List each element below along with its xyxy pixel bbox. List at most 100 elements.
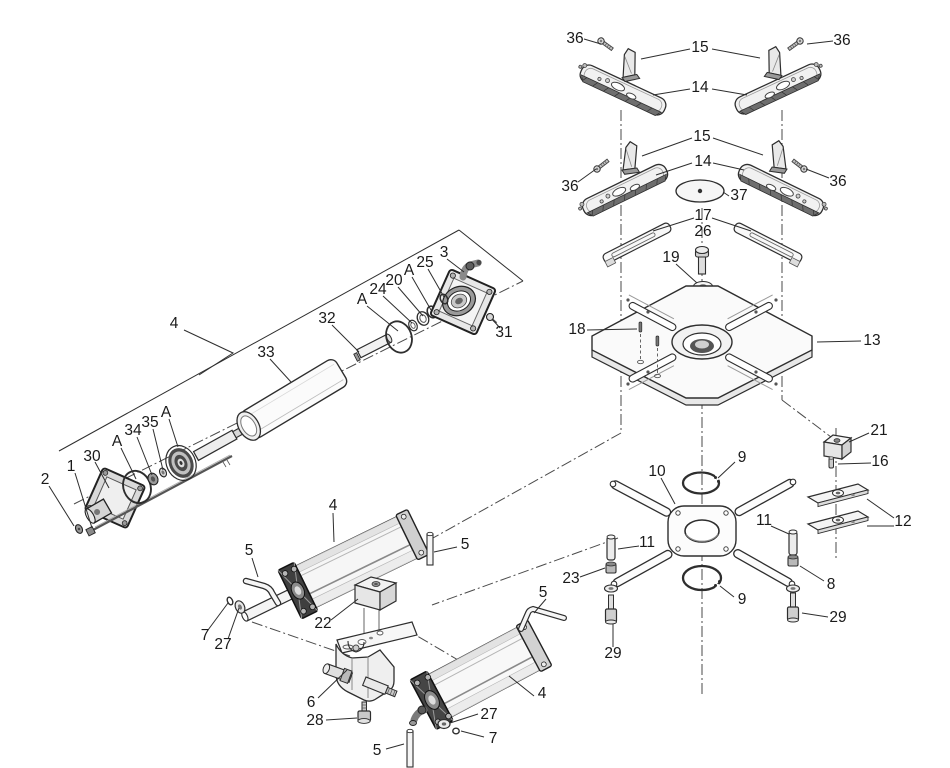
- part-label-36-2: 36: [833, 32, 850, 49]
- part-label-35-25: 35: [141, 414, 158, 431]
- part-label-1-29: 1: [67, 458, 76, 475]
- guide-rod-lower: [406, 728, 414, 768]
- part-label-11-37: 11: [639, 534, 655, 551]
- part-label-21-31: 21: [870, 422, 887, 439]
- spring-pin-rod: [353, 333, 393, 362]
- center-screw: [694, 245, 710, 275]
- spider-plate: [609, 478, 797, 588]
- bent-air-tube-lower: [518, 605, 567, 632]
- part-label-A-27: A: [112, 433, 123, 450]
- wear-strip-left: [602, 222, 672, 268]
- part-label-36-6: 36: [561, 178, 578, 195]
- air-cylinder-lower: [409, 619, 552, 730]
- part-label-2-30: 2: [41, 471, 50, 488]
- part-label-9-33: 9: [738, 449, 747, 466]
- cap-screw-31: [485, 312, 498, 324]
- pad-screw-row2-right: [790, 157, 809, 174]
- part-label-3-12: 3: [440, 244, 449, 261]
- part-label-24-16: 24: [369, 281, 387, 298]
- pad-fin-row2-right: [767, 139, 792, 175]
- part-label-A-24: A: [161, 404, 172, 421]
- part-label-5-49: 5: [539, 584, 548, 601]
- air-cylinder-upper: [241, 509, 430, 622]
- part-label-12-36: 12: [894, 513, 911, 530]
- cylinder-end-cap-front: [429, 268, 497, 336]
- part-label-15-4: 15: [693, 128, 710, 145]
- stop-block: [822, 434, 853, 461]
- piston-assembly: [165, 425, 252, 482]
- part-label-5-45: 5: [461, 536, 470, 553]
- part-label-33-20: 33: [257, 344, 274, 361]
- base-plate: [336, 621, 418, 654]
- part-label-31-21: 31: [495, 324, 512, 341]
- pad-fin-row1-right: [762, 44, 789, 81]
- part-label-4-52: 4: [538, 685, 547, 702]
- pad-fin-row2-left: [617, 140, 642, 176]
- part-label-20-15: 20: [385, 272, 403, 289]
- shim-plates: [806, 483, 870, 535]
- bent-air-tube-upper: [242, 577, 282, 607]
- mount-block: [353, 576, 398, 636]
- part-label-27-48: 27: [214, 636, 231, 653]
- part-label-A-17: A: [357, 291, 368, 308]
- part-label-4-43: 4: [329, 497, 338, 514]
- pad-screw-row2-left: [592, 157, 611, 174]
- part-label-34-26: 34: [124, 422, 142, 439]
- part-label-30-28: 30: [83, 448, 101, 465]
- part-label-10-34: 10: [648, 463, 666, 480]
- part-label-37-8: 37: [730, 187, 747, 204]
- part-label-26-10: 26: [694, 223, 711, 240]
- pivot-hardware-right: [785, 529, 801, 623]
- rod-ring-lower: [452, 727, 460, 735]
- part-label-29-41: 29: [829, 609, 846, 626]
- part-label-9-40: 9: [738, 591, 747, 608]
- rod-wiper-ring: [408, 319, 418, 332]
- part-label-25-13: 25: [416, 254, 433, 271]
- part-label-19-11: 19: [662, 249, 679, 266]
- cylinder-tube: [236, 358, 348, 441]
- part-label-7-54: 7: [489, 730, 498, 747]
- part-label-11-35: 11: [756, 512, 772, 529]
- part-label-14-3: 14: [691, 79, 709, 96]
- rod-ring-upper: [226, 596, 234, 606]
- retaining-ring-bottom: [681, 564, 723, 592]
- part-label-28-51: 28: [306, 712, 323, 729]
- part-label-22-46: 22: [314, 615, 331, 632]
- part-label-27-53: 27: [480, 706, 497, 723]
- cap-o-ring: [385, 320, 413, 354]
- piston-washer: [158, 467, 168, 478]
- part-label-15-1: 15: [691, 39, 708, 56]
- part-label-16-32: 16: [871, 453, 888, 470]
- part-label-17-9: 17: [694, 207, 711, 224]
- part-label-7-47: 7: [201, 627, 210, 644]
- part-label-32-18: 32: [318, 310, 335, 327]
- leader-lines: [48, 38, 895, 750]
- part-label-29-42: 29: [604, 645, 621, 662]
- part-label-13-23: 13: [863, 332, 880, 349]
- part-label-A-14: A: [404, 262, 415, 279]
- part-label-23-38: 23: [562, 570, 579, 587]
- part-label-36-0: 36: [566, 30, 583, 47]
- guide-rod-upper: [426, 531, 434, 566]
- tie-rod-washer: [74, 524, 84, 534]
- pivot-hardware-left: [603, 534, 619, 625]
- table-plate: [591, 285, 813, 406]
- rod-washer-upper: [234, 600, 246, 614]
- part-label-18-22: 18: [568, 321, 585, 338]
- part-label-5-55: 5: [373, 742, 382, 759]
- part-label-14-5: 14: [694, 153, 712, 170]
- elbow-fitting-top: [459, 259, 482, 281]
- assembly-boundary-lines: [58, 229, 524, 452]
- gripper-pad-row1-left: [573, 60, 670, 119]
- dowel-pin: [828, 456, 834, 469]
- pad-fin-row1-left: [615, 46, 642, 83]
- pad-screw-row1-left: [596, 36, 615, 53]
- bracket-screw: [357, 701, 372, 724]
- part-label-8-39: 8: [827, 576, 836, 593]
- tie-rod-screw: [85, 454, 233, 537]
- rod-washer-lower: [437, 718, 451, 730]
- elbow-fitting-lower: [409, 705, 428, 726]
